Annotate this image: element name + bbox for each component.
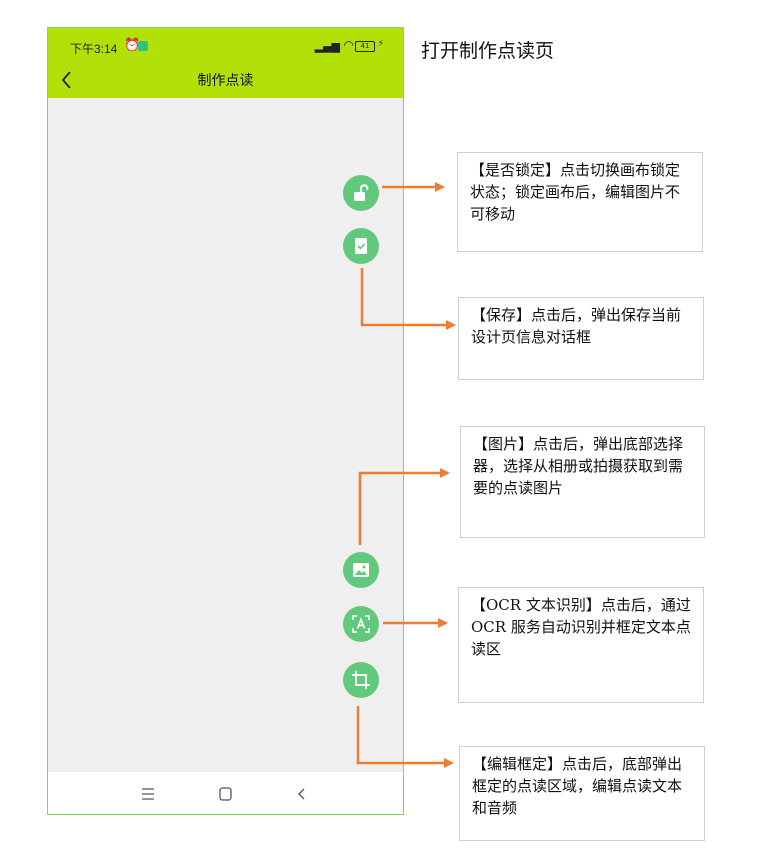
app-header: 下午3:14 ⏰ ▂▄▆ ◠ 41 ⚡ 制作点读 [48,28,403,98]
wifi-icon: ◠ [343,38,354,52]
app-notification-icon [138,41,148,51]
status-bar: 下午3:14 ⏰ ▂▄▆ ◠ 41 ⚡ [48,28,403,66]
menu-icon [142,788,154,800]
ocr-scan-icon [352,615,370,633]
phone-screen: 下午3:14 ⏰ ▂▄▆ ◠ 41 ⚡ 制作点读 [47,27,404,815]
save-check-icon [355,238,367,254]
status-icons: ⏰ ▂▄▆ ◠ 41 ⚡ [70,38,384,56]
signal-icon: ▂▄▆ [314,40,340,53]
callout-ocr: 【OCR 文本识别】点击后，通过 OCR 服务自动识别并框定文本点读区 [458,587,704,703]
alarm-icon: ⏰ [124,38,141,53]
ocr-button[interactable] [343,606,379,642]
home-square-icon [219,787,232,801]
battery-icon: 41 [355,41,375,52]
page-caption: 打开制作点读页 [421,40,555,62]
arrow-save [360,268,456,330]
chevron-left-icon [298,788,305,800]
lock-toggle-button[interactable] [343,175,379,211]
callout-image: 【图片】点击后，弹出底部选择器，选择从相册或拍摄获取到需要的点读图片 [460,426,705,538]
status-time: 下午3:14 [70,42,118,56]
home-nav-button[interactable] [215,784,235,804]
back-button[interactable] [56,66,78,94]
callout-crop: 【编辑框定】点击后，底部弹出框定的点读区域，编辑点读文本和音频 [459,746,705,841]
chevron-left-icon [61,71,71,89]
callout-save: 【保存】点击后，弹出保存当前设计页信息对话框 [458,297,704,380]
arrow-image [358,468,450,545]
system-nav-bar [48,772,403,814]
page-title: 制作点读 [197,72,254,88]
back-nav-button[interactable] [292,784,312,804]
image-icon [353,563,369,577]
arrow-crop [356,706,454,768]
image-button[interactable] [343,552,379,588]
menu-nav-button[interactable] [138,784,158,804]
crop-icon [352,671,370,689]
crop-edit-button[interactable] [343,662,379,698]
unlock-icon [354,184,369,201]
save-button[interactable] [343,228,379,264]
charging-icon: ⚡ [377,39,384,49]
callout-lock: 【是否锁定】点击切换画布锁定状态；锁定画布后，编辑图片不可移动 [457,152,703,252]
